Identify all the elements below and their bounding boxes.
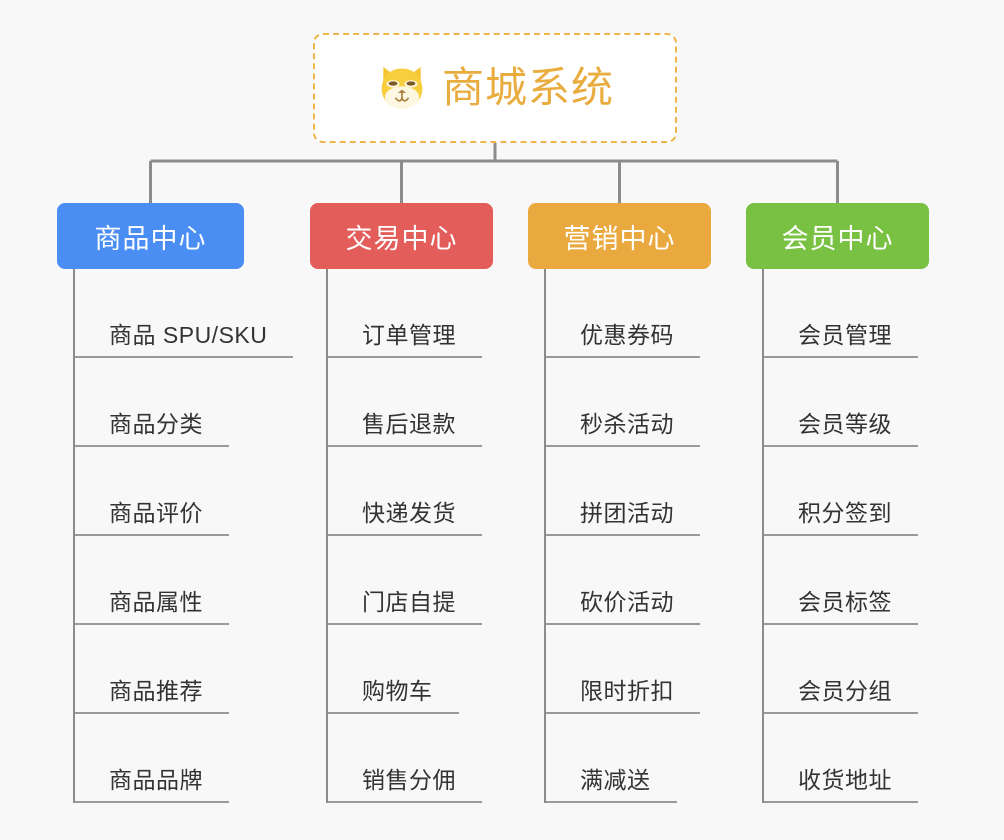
leaf-item[interactable]: 限时折扣: [544, 625, 711, 714]
leaf-list-member-center: 会员管理会员等级积分签到会员标签会员分组收货地址: [762, 269, 929, 803]
leaf-item-label: 门店自提: [362, 588, 456, 615]
leaf-item-label: 商品推荐: [109, 677, 203, 704]
leaf-item-underline: 优惠券码: [546, 322, 700, 358]
leaf-item[interactable]: 商品推荐: [73, 625, 293, 714]
leaf-item-label: 拼团活动: [580, 499, 674, 526]
leaf-item-label: 砍价活动: [580, 588, 674, 615]
leaf-item-underline: 秒杀活动: [546, 411, 700, 447]
leaf-item[interactable]: 会员管理: [762, 269, 929, 358]
leaf-item-underline: 拼团活动: [546, 500, 700, 536]
branch-column-product-center: 商品中心商品 SPU/SKU 商品分类商品评价商品属性商品推荐商品品牌: [57, 203, 294, 803]
leaf-item-label: 快递发货: [362, 499, 456, 526]
leaf-item-label: 售后退款: [362, 410, 456, 437]
leaf-item[interactable]: 商品 SPU/SKU: [73, 269, 294, 358]
leaf-item-underline: 商品 SPU/SKU: [75, 321, 294, 358]
branch-column-member-center: 会员中心会员管理会员等级积分签到会员标签会员分组收货地址: [746, 203, 929, 803]
category-label: 交易中心: [345, 223, 458, 254]
leaf-item[interactable]: 会员分组: [762, 625, 929, 714]
leaf-item-underline: 会员等级: [764, 411, 918, 447]
branch-column-trade-center: 交易中心订单管理售后退款快递发货门店自提购物车销售分佣: [310, 203, 493, 803]
leaf-item-underline: 满减送: [546, 767, 677, 803]
leaf-item[interactable]: 商品属性: [73, 536, 293, 625]
leaf-item[interactable]: 秒杀活动: [544, 358, 711, 447]
leaf-item-underline: 购物车: [328, 678, 459, 714]
leaf-item-underline: 快递发货: [328, 500, 482, 536]
leaf-item[interactable]: 商品评价: [73, 447, 293, 536]
leaf-list-marketing-center: 优惠券码秒杀活动拼团活动砍价活动限时折扣满减送: [544, 269, 711, 803]
leaf-item-label: 会员管理: [798, 321, 892, 348]
leaf-item-underline: 商品评价: [75, 500, 229, 536]
leaf-item-underline: 门店自提: [328, 589, 482, 625]
category-label: 会员中心: [781, 223, 894, 254]
leaf-item-label: 限时折扣: [580, 677, 674, 704]
leaf-item-underline: 限时折扣: [546, 678, 700, 714]
leaf-item-underline: 积分签到: [764, 500, 918, 536]
leaf-item-label: 会员分组: [798, 677, 892, 704]
leaf-item-label: 商品属性: [109, 588, 203, 615]
leaf-item-label: 商品 SPU/SKU: [109, 321, 268, 348]
leaf-item[interactable]: 商品分类: [73, 358, 293, 447]
leaf-item-underline: 商品品牌: [75, 767, 229, 803]
leaf-item[interactable]: 砍价活动: [544, 536, 711, 625]
leaf-item-label: 积分签到: [798, 499, 892, 526]
shiba-dog-face-icon: [381, 66, 423, 109]
leaf-item-label: 秒杀活动: [580, 410, 674, 437]
leaf-item-label: 商品品牌: [109, 766, 203, 793]
leaf-item[interactable]: 订单管理: [326, 269, 493, 358]
leaf-item-underline: 订单管理: [328, 322, 482, 358]
leaf-list-trade-center: 订单管理售后退款快递发货门店自提购物车销售分佣: [326, 269, 493, 803]
leaf-item-underline: 砍价活动: [546, 589, 700, 625]
leaf-item[interactable]: 快递发货: [326, 447, 493, 536]
category-label: 营销中心: [563, 223, 676, 254]
leaf-item-label: 销售分佣: [362, 766, 456, 793]
leaf-item-label: 会员标签: [798, 588, 892, 615]
leaf-item[interactable]: 会员等级: [762, 358, 929, 447]
leaf-item-underline: 会员分组: [764, 678, 918, 714]
leaf-item[interactable]: 满减送: [544, 714, 711, 803]
leaf-item-underline: 收货地址: [764, 767, 918, 803]
leaf-item-underline: 会员管理: [764, 322, 918, 358]
leaf-item[interactable]: 优惠券码: [544, 269, 711, 358]
branch-column-marketing-center: 营销中心优惠券码秒杀活动拼团活动砍价活动限时折扣满减送: [528, 203, 711, 803]
root-node-card[interactable]: 商城系统: [313, 33, 677, 143]
leaf-list-product-center: 商品 SPU/SKU 商品分类商品评价商品属性商品推荐商品品牌: [73, 269, 294, 803]
root-title: 商城系统: [441, 64, 614, 111]
leaf-item-label: 满减送: [580, 766, 651, 793]
leaf-item-underline: 商品推荐: [75, 678, 229, 714]
category-box-marketing-center[interactable]: 营销中心: [528, 203, 711, 269]
leaf-item[interactable]: 销售分佣: [326, 714, 493, 803]
leaf-item[interactable]: 收货地址: [762, 714, 929, 803]
leaf-item[interactable]: 会员标签: [762, 536, 929, 625]
leaf-item[interactable]: 拼团活动: [544, 447, 711, 536]
leaf-item[interactable]: 购物车: [326, 625, 493, 714]
leaf-item-label: 收货地址: [798, 766, 892, 793]
leaf-item-label: 会员等级: [798, 410, 892, 437]
leaf-item-label: 优惠券码: [580, 321, 674, 348]
leaf-item-label: 购物车: [362, 677, 433, 704]
leaf-item[interactable]: 积分签到: [762, 447, 929, 536]
leaf-item-label: 订单管理: [362, 321, 456, 348]
category-box-member-center[interactable]: 会员中心: [746, 203, 929, 269]
leaf-item-underline: 会员标签: [764, 589, 918, 625]
leaf-item-underline: 销售分佣: [328, 767, 482, 803]
category-box-trade-center[interactable]: 交易中心: [310, 203, 493, 269]
leaf-item-underline: 售后退款: [328, 411, 482, 447]
category-label: 商品中心: [94, 223, 207, 254]
leaf-item-underline: 商品分类: [75, 411, 229, 447]
leaf-item[interactable]: 售后退款: [326, 358, 493, 447]
leaf-item-underline: 商品属性: [75, 589, 229, 625]
leaf-item-label: 商品分类: [109, 410, 203, 437]
leaf-item[interactable]: 商品品牌: [73, 714, 293, 803]
leaf-item[interactable]: 门店自提: [326, 536, 493, 625]
category-box-product-center[interactable]: 商品中心: [57, 203, 244, 269]
leaf-item-label: 商品评价: [109, 499, 203, 526]
